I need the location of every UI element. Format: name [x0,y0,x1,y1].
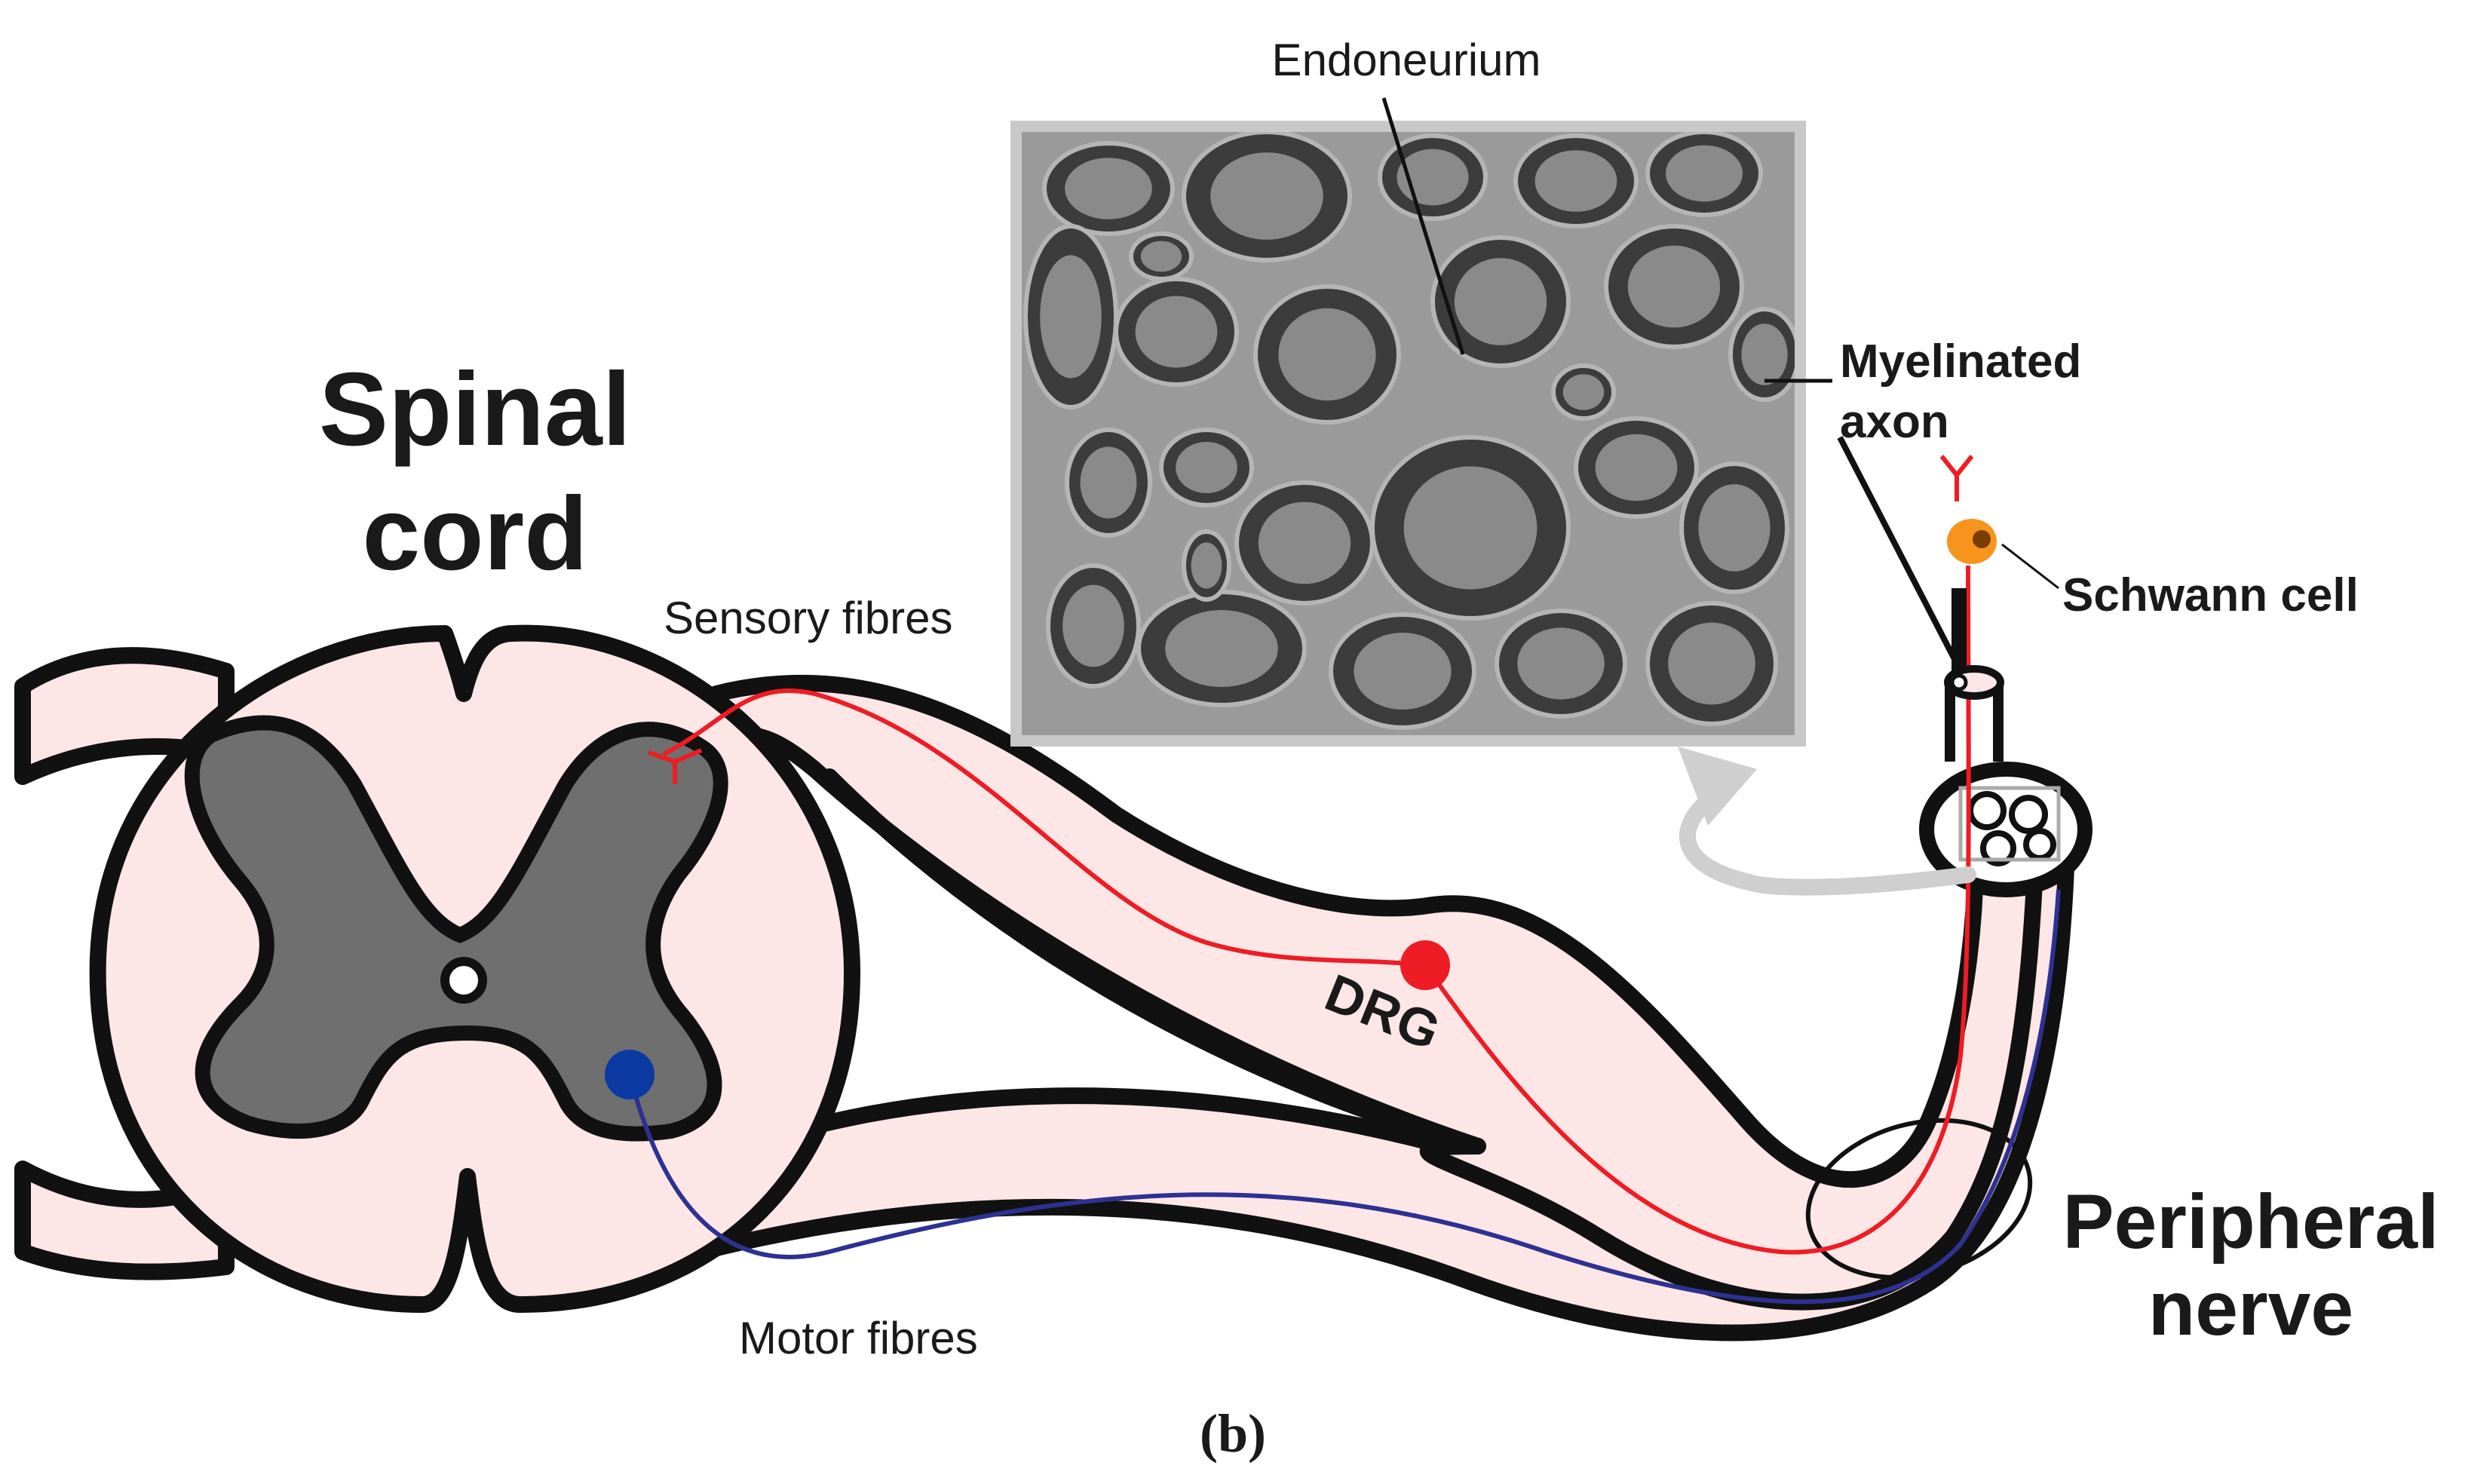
axon-core [1517,627,1605,700]
axon-core [1698,484,1771,572]
axon-core [1210,152,1323,240]
axon-core [1627,245,1721,328]
spinal-cord-label-line1: Spinal [319,351,631,468]
panel-label: (b) [1200,1403,1266,1464]
peripheral-nerve-label-line2: nerve [2148,1265,2353,1351]
peripheral-terminal-icon [1939,455,1974,501]
axon-core [1080,446,1137,519]
peripheral-nerve-label-line1: Peripheral [2063,1179,2439,1265]
spinal-cord [89,624,860,1313]
axon-core [1454,258,1547,345]
axon-core [1040,255,1102,379]
schwann-cell-label: Schwann cell [2062,569,2359,621]
axon-core [1562,374,1605,410]
axon-core [1135,296,1218,368]
axon-core [1062,584,1124,667]
axon-core [1668,622,1755,705]
motor-neuron-icon [605,1050,655,1099]
axon-core [1176,442,1237,493]
axon-core [1354,633,1452,710]
motor-fibres-label: Motor fibres [739,1313,978,1363]
zoom-arrow-icon [1678,747,1976,896]
axon-core [1258,501,1351,584]
bend-highlight-ellipse [1805,1118,2033,1280]
motor-fibre [605,889,2061,1305]
axon-core [1666,145,1743,202]
endoneurium-label: Endoneurium [1272,35,1541,85]
spinal-cord-label-line2: cord [362,476,587,592]
myelinated-axon-label-line1: Myelinated [1840,336,2081,388]
sensory-fibres-label: Sensory fibres [664,593,953,643]
axon-core [1140,241,1182,272]
axon-core [1534,150,1617,212]
micrograph-inset [1010,97,1832,747]
zoom-region-box [1958,786,2061,862]
axon-core [1278,308,1376,401]
grey-matter [184,715,728,1142]
axon-core [1397,149,1469,206]
axon-core [1741,323,1788,385]
sensory-fibre [648,455,1974,1255]
drg-cell-body-icon [1400,940,1450,990]
schwann-cell-icon [1947,519,1997,564]
axon-core [1165,610,1278,687]
central-canal [440,957,487,1004]
axon-core [1595,434,1678,501]
axon-core [1065,158,1152,219]
myelinated-axon-label-line2: axon [1840,396,1949,448]
myelinated-axon-segment [1837,436,2059,762]
axon-core [1403,466,1538,590]
axon-core [1191,542,1222,589]
sensory-terminal-icon [648,748,703,784]
